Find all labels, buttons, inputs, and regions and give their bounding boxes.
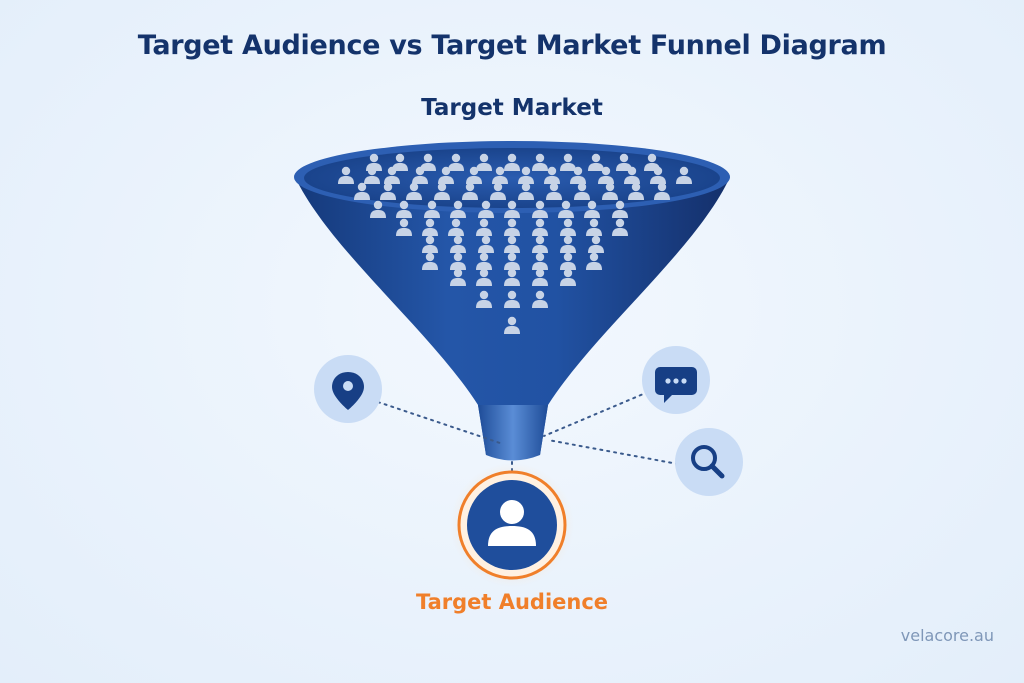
person-icon	[532, 252, 548, 270]
person-icon	[422, 235, 438, 253]
person-icon	[532, 235, 548, 253]
person-icon	[616, 153, 632, 171]
person-icon	[450, 200, 466, 218]
person-icon	[476, 218, 492, 236]
person-icon	[476, 252, 492, 270]
crowd-people	[338, 153, 692, 334]
person-icon	[392, 153, 408, 171]
person-icon	[574, 182, 590, 200]
person-icon	[450, 252, 466, 270]
person-icon	[492, 166, 508, 184]
connector-line-search	[547, 439, 679, 465]
person-icon	[420, 153, 436, 171]
person-icon	[490, 182, 506, 200]
person-icon	[612, 218, 628, 236]
person-icon	[478, 200, 494, 218]
target-market-label: Target Market	[421, 95, 603, 121]
person-icon	[532, 218, 548, 236]
person-icon	[560, 252, 576, 270]
person-icon	[602, 182, 618, 200]
person-icon	[532, 200, 548, 218]
person-icon	[586, 252, 602, 270]
person-icon	[478, 235, 494, 253]
person-icon	[504, 252, 520, 270]
person-icon	[588, 235, 604, 253]
person-icon	[370, 200, 386, 218]
person-icon	[676, 166, 692, 184]
person-icon	[654, 182, 670, 200]
person-icon	[570, 166, 586, 184]
person-icon	[396, 218, 412, 236]
diagram-title: Target Audience vs Target Market Funnel …	[137, 30, 887, 61]
funnel-spout	[478, 405, 548, 461]
chat-bubble-icon	[642, 346, 710, 414]
person-icon	[518, 182, 534, 200]
person-icon	[364, 166, 380, 184]
person-icon	[504, 218, 520, 236]
person-icon	[476, 290, 492, 308]
person-icon	[434, 182, 450, 200]
person-icon	[380, 182, 396, 200]
person-icon	[462, 182, 478, 200]
person-icon	[448, 153, 464, 171]
person-icon	[560, 218, 576, 236]
person-icon	[584, 200, 600, 218]
person-icon	[504, 153, 520, 171]
person-icon	[650, 166, 666, 184]
person-icon	[424, 200, 440, 218]
target-audience-avatar	[450, 463, 574, 587]
person-icon	[412, 166, 428, 184]
target-audience-label: Target Audience	[415, 590, 609, 614]
person-icon	[422, 218, 438, 236]
funnel-mouth	[304, 148, 720, 208]
person-icon	[612, 200, 628, 218]
person-icon	[466, 166, 482, 184]
search-icon	[675, 428, 743, 496]
person-icon	[476, 268, 492, 286]
person-icon	[504, 200, 520, 218]
person-icon	[450, 235, 466, 253]
person-icon	[598, 166, 614, 184]
person-icon	[384, 166, 400, 184]
person-icon	[588, 153, 604, 171]
person-icon	[422, 252, 438, 270]
person-icon	[450, 268, 466, 286]
person-icon	[438, 166, 454, 184]
person-icon	[532, 268, 548, 286]
person-icon	[448, 218, 464, 236]
person-icon	[558, 200, 574, 218]
person-icon	[338, 166, 354, 184]
person-icon	[560, 153, 576, 171]
person-icon	[628, 182, 644, 200]
person-icon	[532, 153, 548, 171]
person-icon	[354, 182, 370, 200]
person-icon	[560, 235, 576, 253]
watermark: velacore.au	[900, 626, 994, 645]
funnel-body	[295, 177, 730, 455]
location-pin-icon	[314, 355, 382, 423]
person-icon	[546, 182, 562, 200]
connector-line-chat	[543, 391, 649, 437]
person-icon	[586, 218, 602, 236]
person-icon	[396, 200, 412, 218]
person-icon	[504, 235, 520, 253]
person-icon	[504, 268, 520, 286]
person-icon	[518, 166, 534, 184]
person-icon	[624, 166, 640, 184]
person-icon	[532, 290, 548, 308]
person-icon	[476, 153, 492, 171]
connector-line-location	[377, 401, 501, 444]
person-icon	[504, 316, 520, 334]
person-icon	[544, 166, 560, 184]
person-icon	[504, 290, 520, 308]
person-icon	[406, 182, 422, 200]
person-icon	[560, 268, 576, 286]
